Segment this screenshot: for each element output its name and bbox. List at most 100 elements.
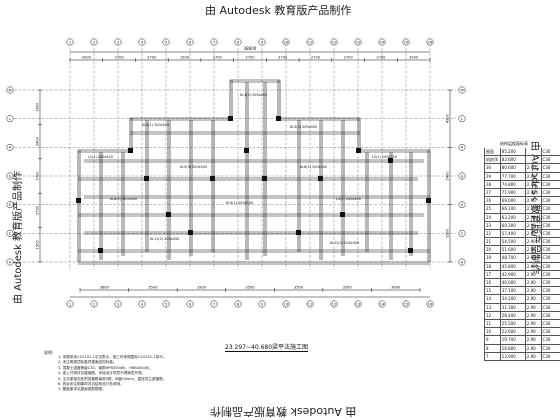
table-cell: 80.600: [499, 164, 525, 172]
column: [276, 116, 281, 121]
axis-bubble-bottom: [426, 300, 434, 308]
top-dim-label: 2700: [115, 56, 125, 60]
table-cell: 34.200: [499, 295, 525, 303]
axis-bubble-top: [186, 38, 194, 46]
left-dim-label: 1700: [36, 171, 40, 181]
table-cell: 45.800: [499, 262, 525, 270]
bottom-dim-label: 3500: [148, 286, 158, 290]
beam-label: KL9(1) 250x500: [226, 201, 253, 205]
table-cell: C30: [540, 344, 560, 352]
beam-label: KL11(2) 200x450: [150, 237, 179, 241]
column: [228, 116, 233, 121]
table-cell: 28.400: [499, 311, 525, 319]
axis-bubble-left: [6, 258, 14, 266]
table-cell: C30: [540, 279, 560, 287]
column: [262, 176, 267, 181]
table-cell: 42.900: [499, 270, 525, 278]
right-dim-label: 2400: [446, 171, 450, 181]
column: [426, 198, 431, 203]
axis-bubble-bottom: [258, 300, 266, 308]
table-cell: 60.300: [499, 221, 525, 229]
table-cell: 屋面: [484, 148, 500, 156]
table-cell: 2.90: [524, 246, 541, 254]
table-cell: 28: [484, 180, 500, 188]
table-cell: C30: [540, 270, 560, 278]
left-dim-label: 1800: [36, 102, 40, 112]
axis-bubble-top: [138, 38, 146, 46]
axis-bubble-label: C: [9, 232, 12, 236]
axis-grid: 1122334455667788991010111112121313141415…: [6, 38, 466, 308]
axis-bubble-label: 7: [213, 40, 215, 44]
table-cell: 机房顶: [484, 156, 498, 164]
table-cell: 66.100: [499, 205, 525, 213]
table-cell: 57.400: [499, 229, 525, 238]
table-cell: 2.90: [524, 262, 541, 270]
table-cell: C30: [540, 262, 560, 270]
axis-bubble-bottom: [138, 300, 146, 308]
column: [210, 176, 215, 181]
axis-bubble-bottom: [186, 300, 194, 308]
axis-bubble-label: 2: [93, 40, 95, 44]
table-cell: 22: [484, 229, 500, 238]
axis-bubble-left: [6, 229, 14, 237]
beam-label: KL5(3) 200x500: [180, 165, 207, 169]
table-cell: 71.900: [499, 188, 525, 197]
axis-bubble-bottom: [306, 300, 314, 308]
table-cell: 2.90: [524, 254, 541, 262]
note-line: 6. 其余未注明事项详见结构设计总说明。: [58, 382, 124, 387]
table-cell: 15: [484, 287, 500, 295]
axis-bubble-label: 6: [189, 40, 192, 44]
table-cell: 25.500: [499, 319, 525, 328]
table-cell: 2.90: [524, 303, 541, 311]
table-cell: C30: [540, 254, 560, 262]
bottom-dim-label: 2900: [197, 286, 207, 290]
column: [296, 230, 301, 235]
table-cell: 7: [484, 352, 500, 360]
elevation-table-title: 结构层楼面标高: [500, 141, 528, 146]
column: [244, 148, 249, 153]
axis-bubble-top: [258, 38, 266, 46]
axis-bubble-top: [210, 38, 218, 46]
bottom-dim-label: 3600: [391, 286, 401, 290]
table-cell: 63.200: [499, 213, 525, 221]
note-line: 3. 混凝土强度等级C30，钢筋HPB300(Φ)，HRB400(Φ)。: [58, 365, 153, 370]
table-cell: [524, 148, 541, 156]
axis-bubble-label: 5: [165, 40, 167, 44]
table-cell: 77.700: [499, 172, 525, 180]
table-cell: C30: [540, 197, 560, 205]
table-cell: C30: [540, 229, 560, 238]
table-cell: C30: [540, 238, 560, 246]
table-cell: C30: [540, 319, 560, 328]
axis-bubble-right: [458, 258, 466, 266]
axis-bubble-label: H: [461, 146, 464, 150]
bottom-dim-label: 3500: [343, 286, 353, 290]
table-cell: 24: [484, 213, 500, 221]
table-cell: 13: [484, 303, 500, 311]
table-cell: 19: [484, 254, 500, 262]
beam-label: L1(1) 200x400: [88, 155, 113, 159]
axis-bubble-top: [234, 38, 242, 46]
beam-structure: [76, 79, 431, 265]
table-cell: 69.000: [499, 197, 525, 205]
axis-bubble-label: 9: [261, 302, 264, 306]
column: [340, 212, 345, 217]
axis-bubble-top: [402, 38, 410, 46]
axis-bubble-bottom: [354, 300, 362, 308]
top-dim-label: 2700: [213, 56, 223, 60]
axis-bubble-right: [458, 143, 466, 151]
axis-bubble-left: [6, 86, 14, 94]
axis-bubble-top: [306, 38, 314, 46]
top-dim-label: 2700: [278, 56, 288, 60]
table-cell: 2.90: [524, 352, 541, 360]
table-cell: 9: [484, 336, 500, 344]
